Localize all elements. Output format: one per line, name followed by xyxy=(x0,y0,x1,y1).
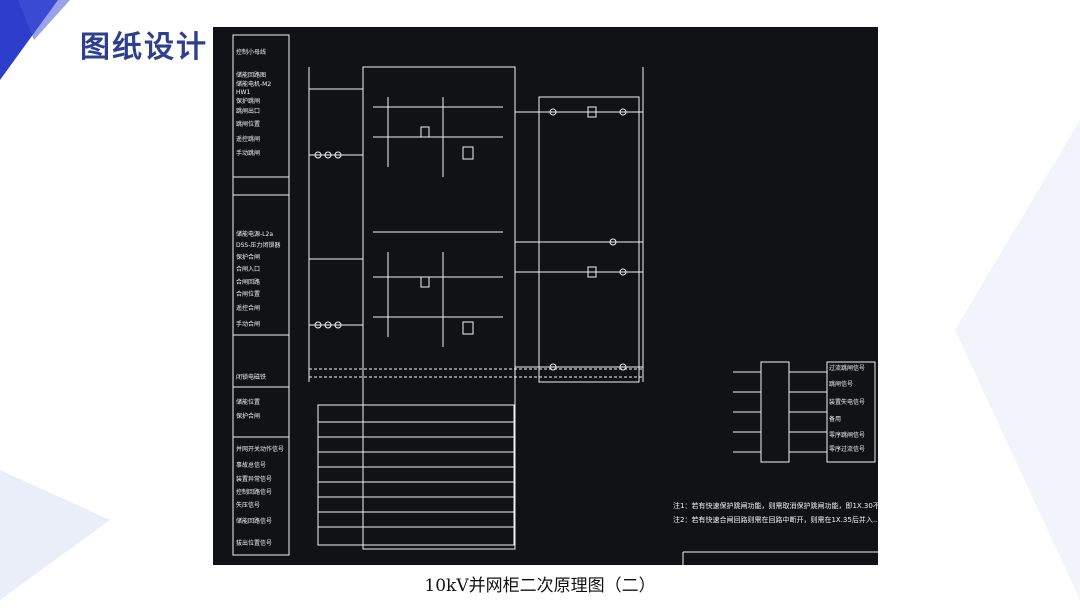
label-13: 合闸回路 xyxy=(236,279,261,286)
page-title: 图纸设计 xyxy=(80,30,208,65)
label-2: 储能电机-M2 xyxy=(236,81,272,88)
label-8: 手动跳闸 xyxy=(236,150,261,157)
label-16: 手动合闸 xyxy=(236,321,261,328)
label-4: 保护跳闸 xyxy=(236,98,261,105)
label-17: 闭锁电磁铁 xyxy=(236,374,267,381)
label-3: HW1 xyxy=(236,89,251,96)
diagram-caption: 10kV并网柜二次原理图（二） xyxy=(424,576,656,596)
label-12: 合闸入口 xyxy=(236,266,261,273)
label-10: DSS-压力闭锁器 xyxy=(236,242,281,249)
right-box-label-2: 装置失电信号 xyxy=(829,399,866,406)
label-25: 储能回路信号 xyxy=(236,518,273,525)
label-15: 遥控合闸 xyxy=(236,305,261,312)
schematic-lines xyxy=(232,34,878,565)
right-box-label-0: 过流跳闸信号 xyxy=(829,365,866,372)
label-14: 合闸位置 xyxy=(236,291,261,298)
label-1: 储能回路图 xyxy=(236,72,267,79)
label-6: 跳闸位置 xyxy=(236,121,261,128)
right-box-label-3: 备用 xyxy=(829,416,842,423)
label-19: 保护合闸 xyxy=(236,413,261,420)
label-22: 装置异常信号 xyxy=(236,476,273,483)
schematic-drawing: 控制小母线 储能回路图 储能电机-M2 HW1 保护跳闸 跳闸出口 跳闸位置 遥… xyxy=(213,27,878,565)
right-box-label-1: 跳闸信号 xyxy=(829,381,854,388)
note-2: 注2：若有快速合闸回路则需在回路中断开，则需在1X.35后并入... xyxy=(673,516,878,524)
right-box-label-5: 零序过流信号 xyxy=(829,446,866,453)
label-7: 遥控跳闸 xyxy=(236,136,261,143)
right-decoration xyxy=(955,120,1080,600)
label-18: 储能位置 xyxy=(236,399,261,406)
label-24: 失压信号 xyxy=(236,502,261,509)
label-26: 拔出位置信号 xyxy=(236,540,273,547)
label-23: 控制回路信号 xyxy=(236,489,273,496)
label-11: 保护合闸 xyxy=(236,254,261,261)
corner-decoration xyxy=(0,0,70,80)
note-1: 注1：若有快速保护跳闸功能，则需取消保护跳闸功能，即1X.30不接... xyxy=(673,502,878,510)
label-21: 事故总信号 xyxy=(236,462,267,469)
label-20: 并网开关动作信号 xyxy=(236,446,285,453)
label-5: 跳闸出口 xyxy=(236,108,261,115)
label-0: 控制小母线 xyxy=(236,49,267,56)
label-9: 储能电源-L2a xyxy=(236,231,274,238)
right-box-label-4: 零序跳闸信号 xyxy=(829,432,866,439)
